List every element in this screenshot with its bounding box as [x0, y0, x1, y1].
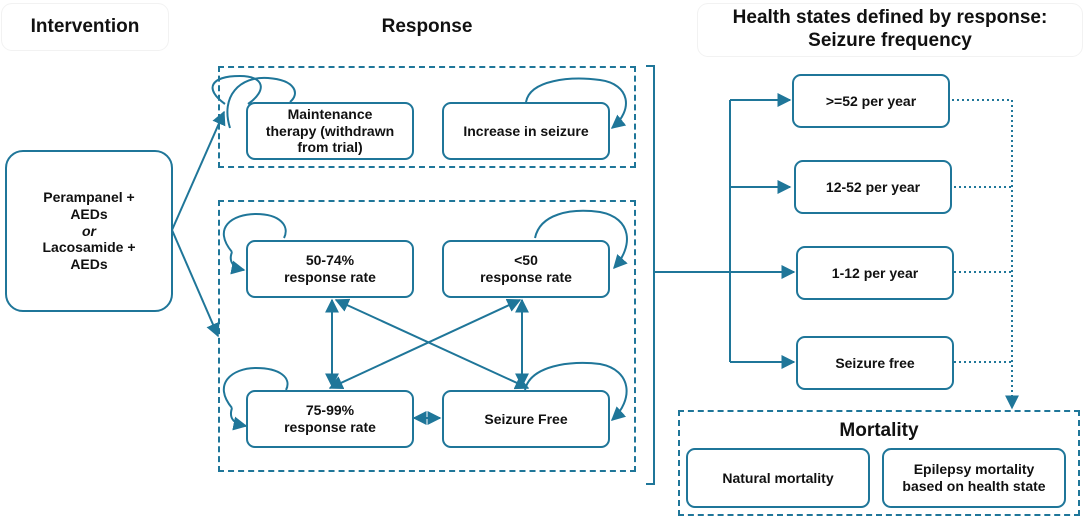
loop-50-74-b — [229, 251, 246, 275]
lt50-line1: <50 — [514, 252, 538, 269]
header-intervention: Intervention — [2, 4, 168, 50]
mortality-title-text: Mortality — [839, 420, 919, 441]
r75-99-line1: 75-99% — [305, 402, 355, 419]
increase-label: Increase in seizure — [463, 122, 589, 139]
mortality-title: Mortality — [678, 420, 1080, 442]
intervention-line4: AEDs — [70, 256, 108, 273]
seizure-free-response-box: Seizure Free — [442, 390, 610, 448]
loop-increase — [525, 77, 627, 129]
health-state-52-plus: >=52 per year — [792, 74, 950, 128]
maintenance-therapy-box: Maintenance therapy (withdrawn from tria… — [246, 102, 414, 160]
intervention-box: Perampanel + AEDs or Lacosamide + AEDs — [5, 150, 173, 312]
intervention-line3: Lacosamide + — [42, 239, 136, 256]
loop-75-99-b — [230, 407, 248, 431]
health-state-12-52: 12-52 per year — [794, 160, 952, 214]
natural-mortality-box: Natural mortality — [686, 448, 870, 508]
response-75-99-box: 75-99% response rate — [246, 390, 414, 448]
r75-99-line2: response rate — [284, 419, 376, 435]
maintenance-line3: from trial) — [297, 139, 363, 156]
header-health-line1: Health states defined by response: — [732, 7, 1048, 29]
arrow-lt50-75-99 — [328, 298, 522, 390]
brace — [646, 65, 655, 485]
health-state-1-12: 1-12 per year — [796, 246, 954, 300]
intervention-or: or — [82, 222, 96, 239]
loop-75-99 — [223, 366, 289, 409]
r50-74-line2: response rate — [284, 269, 376, 285]
response-bottom-group — [218, 200, 636, 472]
health-state-1-label: >=52 per year — [825, 92, 917, 109]
loop-maintenance-path — [226, 76, 296, 129]
intervention-line2: AEDs — [70, 205, 108, 222]
mortality-group — [678, 410, 1080, 516]
response-50-74-box: 50-74% response rate — [246, 240, 414, 298]
health-state-2-label: 12-52 per year — [825, 178, 921, 195]
maintenance-line2: therapy (withdrawn — [265, 122, 395, 139]
loop-maintenance — [211, 74, 262, 105]
header-response: Response — [352, 4, 502, 50]
response-lt50-box: <50 response rate — [442, 240, 610, 298]
header-health-states: Health states defined by response: Seizu… — [698, 4, 1082, 56]
maintenance-line1: Maintenance — [287, 105, 373, 122]
health-state-4-label: Seizure free — [835, 354, 915, 371]
intervention-line1: Perampanel + — [43, 189, 135, 205]
r50-74-line1: 50-74% — [305, 252, 355, 269]
arrow-intervention-to-top — [171, 110, 226, 231]
loop-lt50 — [534, 209, 628, 270]
seizure-free-response-label: Seizure Free — [484, 410, 568, 427]
header-intervention-text: Intervention — [30, 15, 140, 37]
header-response-text: Response — [381, 15, 473, 37]
health-state-3-label: 1-12 per year — [831, 264, 919, 281]
header-health-line2: Seizure frequency — [808, 30, 972, 51]
epilepsy-mortality-line2: based on health state — [902, 478, 1046, 494]
epilepsy-mortality-line1: Epilepsy mortality — [913, 461, 1035, 478]
loop-50-74 — [223, 212, 287, 253]
lt50-line2: response rate — [480, 269, 572, 285]
health-state-seizure-free: Seizure free — [796, 336, 954, 390]
loop-seizure-free — [524, 361, 628, 421]
epilepsy-mortality-box: Epilepsy mortality based on health state — [882, 448, 1066, 508]
response-top-group — [218, 66, 636, 168]
natural-mortality-label: Natural mortality — [722, 469, 834, 486]
arrow-intervention-to-bottom — [171, 229, 220, 338]
increase-in-seizure-box: Increase in seizure — [442, 102, 610, 160]
